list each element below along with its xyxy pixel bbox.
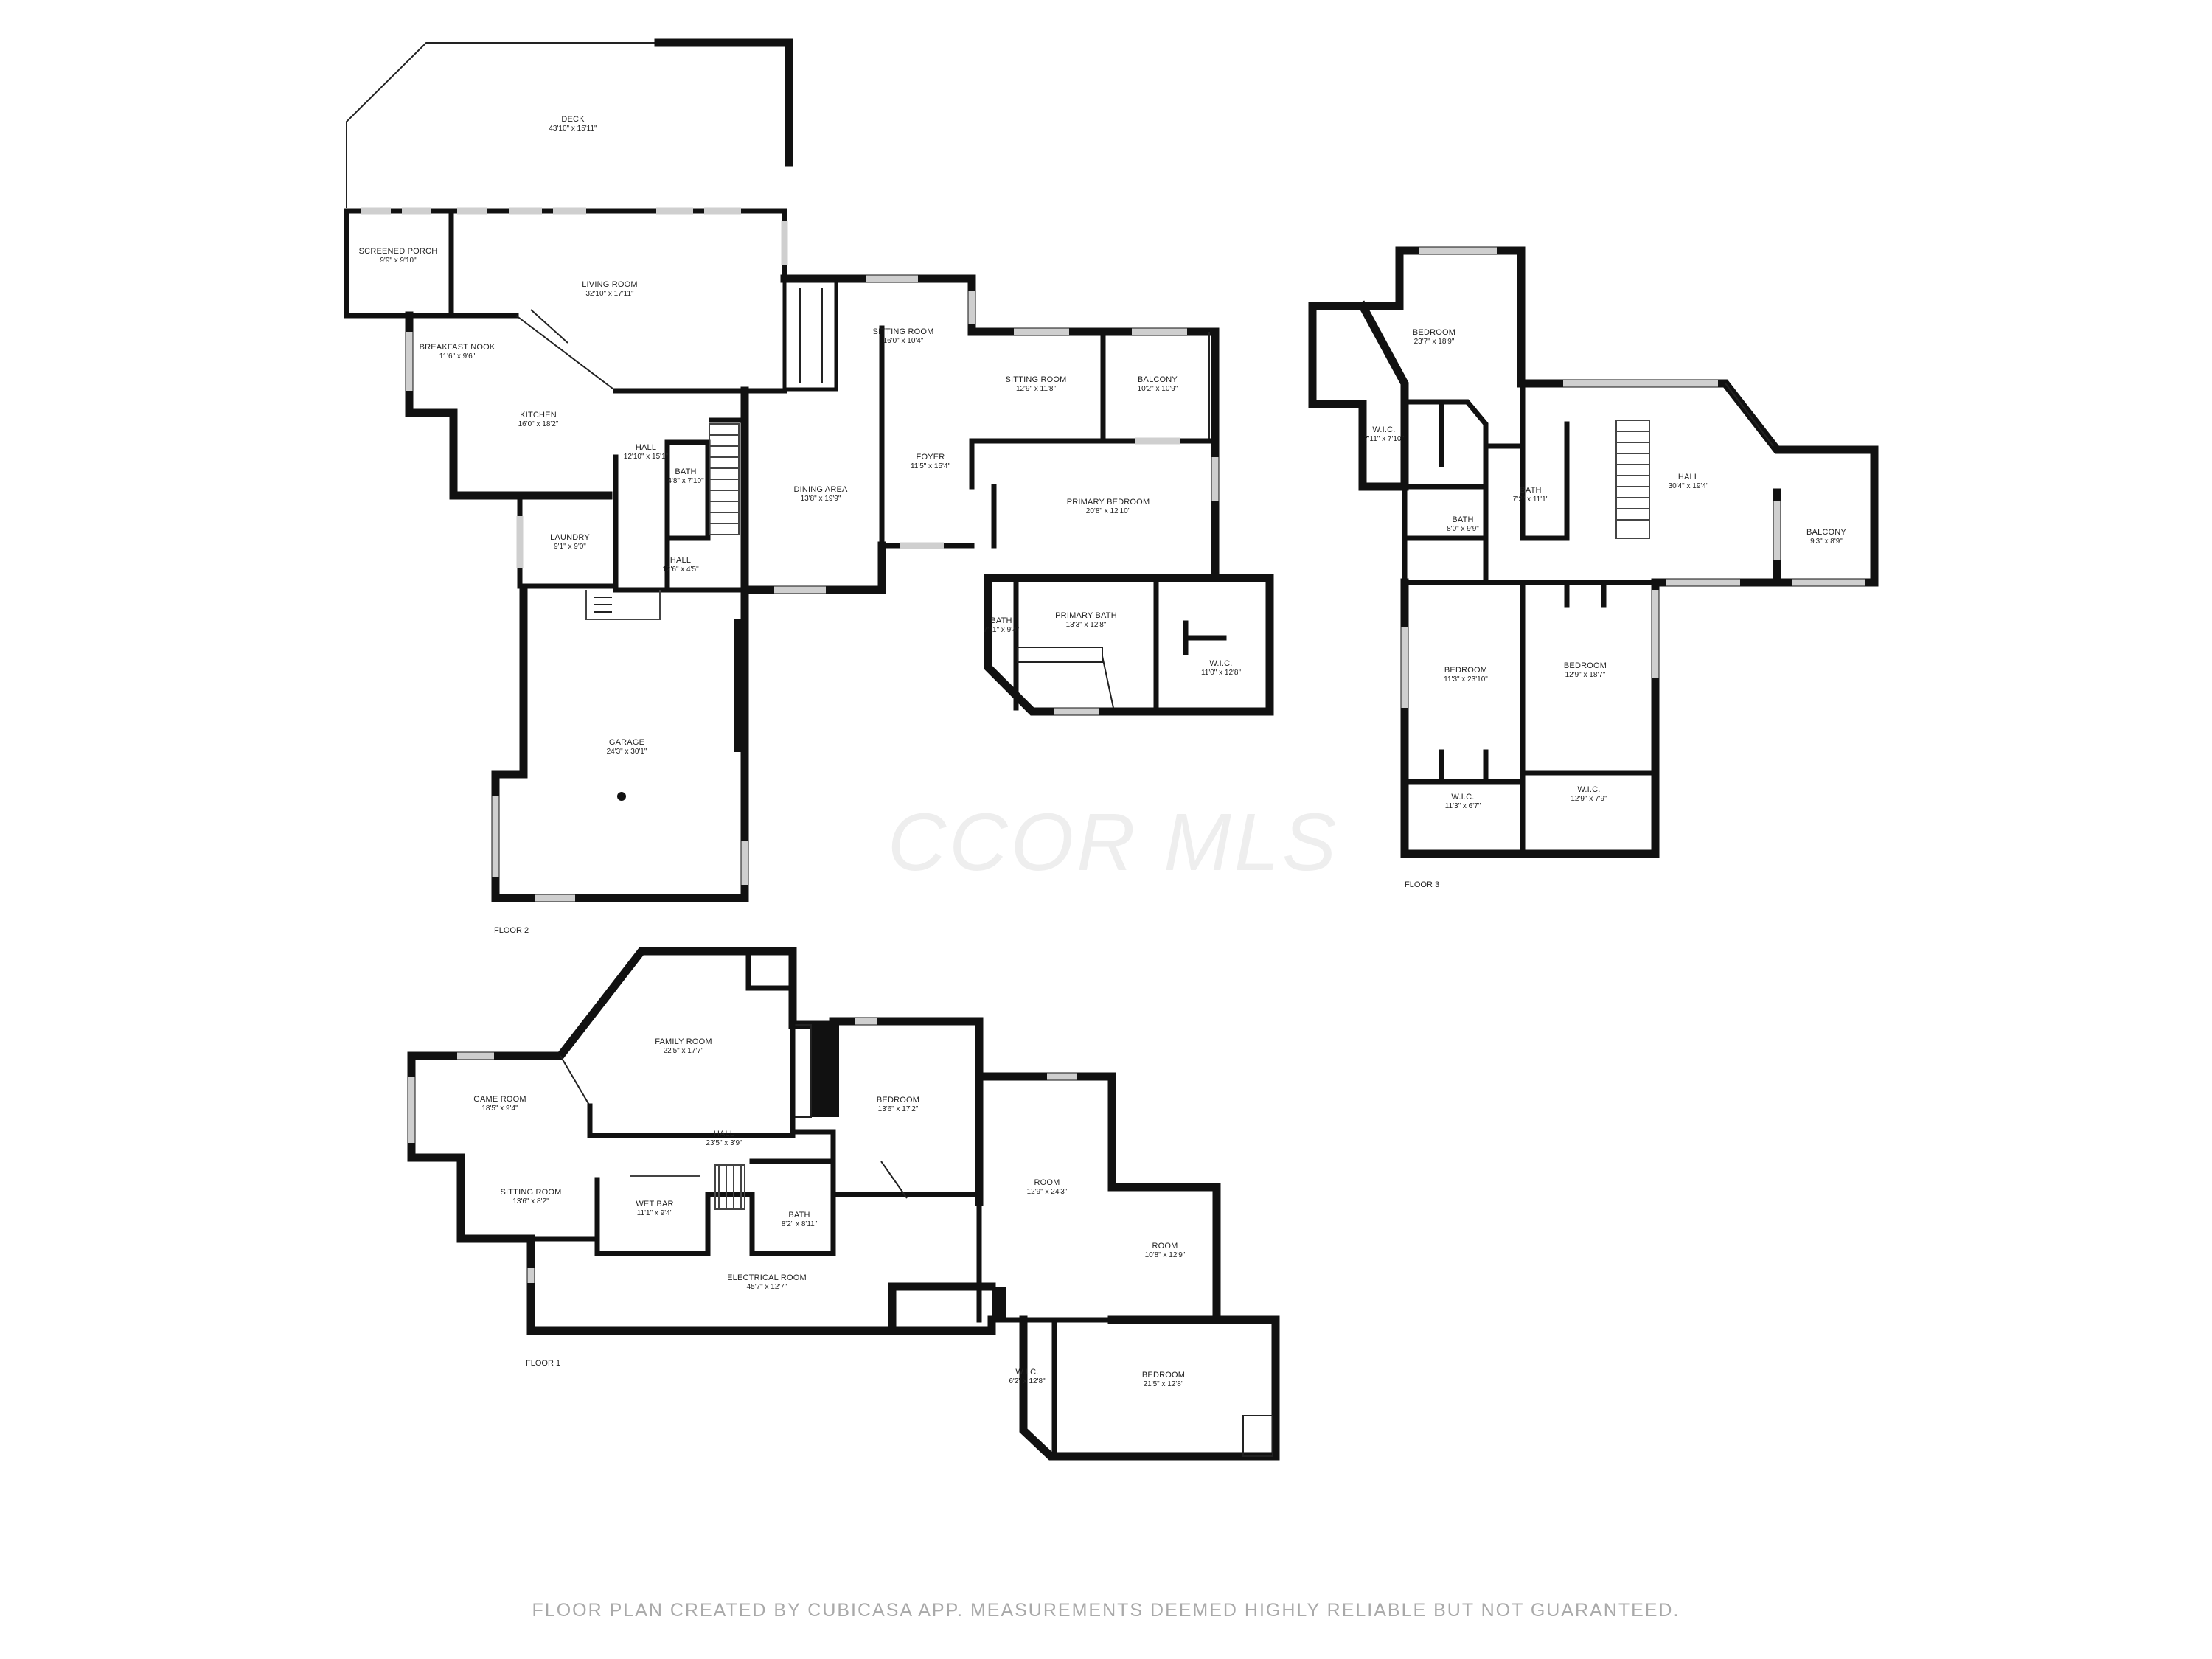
room-label: PRIMARY BEDROOM bbox=[1067, 498, 1150, 507]
room-dimensions: 45'7" x 12'7" bbox=[747, 1283, 787, 1291]
room-label: BATH bbox=[788, 1211, 810, 1220]
room-dimensions: 21'5" x 12'8" bbox=[1144, 1380, 1184, 1388]
room-label: PRIMARY BATH bbox=[1055, 611, 1117, 620]
room-label: ELECTRICAL ROOM bbox=[727, 1273, 807, 1282]
room-label: W.I.C. bbox=[1015, 1368, 1038, 1377]
room-label: HALL bbox=[636, 443, 656, 452]
room-dimensions: 8'2" x 8'11" bbox=[782, 1220, 818, 1228]
room-dimensions: 9'1" x 9'0" bbox=[554, 543, 586, 551]
floor-1-plan bbox=[407, 947, 1280, 1461]
room-label: HALL bbox=[1678, 473, 1699, 481]
room-dimensions: 11'6" x 9'6" bbox=[439, 352, 476, 361]
floor-3-plan bbox=[1308, 246, 1879, 858]
room-label: DINING AREA bbox=[793, 485, 848, 494]
room-label: W.I.C. bbox=[1577, 785, 1600, 794]
room-dimensions: 23'7" x 18'9" bbox=[1414, 338, 1455, 346]
room-label: ROOM bbox=[1152, 1242, 1178, 1251]
room-dimensions: 11'0" x 12'8" bbox=[1201, 669, 1242, 677]
disclaimer-footer: FLOOR PLAN CREATED BY CUBICASA APP. MEAS… bbox=[532, 1600, 1680, 1621]
room-dimensions: 11'1" x 9'4" bbox=[637, 1209, 673, 1217]
room-dimensions: 10'8" x 12'9" bbox=[1145, 1251, 1186, 1259]
room-dimensions: 18'5" x 9'4" bbox=[481, 1105, 518, 1113]
floor-2-plan bbox=[344, 38, 1274, 902]
room-dimensions: 32'10" x 17'11" bbox=[585, 290, 634, 298]
floor-1-label: FLOOR 1 bbox=[526, 1359, 560, 1368]
room-label: ROOM bbox=[1034, 1178, 1060, 1187]
room-dimensions: 11'3" x 6'7" bbox=[1445, 802, 1481, 810]
room-label: FAMILY ROOM bbox=[655, 1037, 712, 1046]
room-label: W.I.C. bbox=[1451, 793, 1474, 801]
room-label: BATH bbox=[990, 616, 1012, 625]
room-dimensions: 7'11" x 7'10" bbox=[1364, 435, 1405, 443]
room-dimensions: 12'9" x 24'3" bbox=[1027, 1188, 1068, 1196]
room-label: BREAKFAST NOOK bbox=[420, 343, 495, 352]
room-label: BATH bbox=[675, 467, 696, 476]
room-dimensions: 13'8" x 19'9" bbox=[801, 495, 841, 503]
room-dimensions: 12'9" x 7'9" bbox=[1571, 795, 1607, 803]
room-label: BATH bbox=[1452, 515, 1473, 524]
room-label: W.I.C. bbox=[1372, 425, 1395, 434]
room-dimensions: 43'10" x 15'11" bbox=[549, 125, 597, 133]
room-label: KITCHEN bbox=[520, 411, 557, 420]
room-dimensions: 9'9" x 9'10" bbox=[380, 257, 417, 265]
room-label: LAUNDRY bbox=[550, 533, 590, 542]
room-dimensions: 11'5" x 15'4" bbox=[911, 462, 951, 470]
room-label: SITTING ROOM bbox=[1005, 375, 1066, 384]
room-dimensions: 10'2" x 10'9" bbox=[1138, 385, 1178, 393]
room-label: BEDROOM bbox=[1564, 661, 1607, 670]
room-label: SCREENED PORCH bbox=[359, 247, 438, 256]
room-labels: DECK 43'10" x 15'11" SCREENED PORCH 9'9"… bbox=[359, 115, 1847, 1388]
room-label: BEDROOM bbox=[1142, 1371, 1185, 1380]
room-label: GAME ROOM bbox=[473, 1095, 526, 1104]
room-dimensions: 4'8" x 7'10" bbox=[667, 477, 704, 485]
room-label: LIVING ROOM bbox=[582, 280, 638, 289]
room-label: BALCONY bbox=[1138, 375, 1178, 384]
room-label: SITTING ROOM bbox=[500, 1188, 561, 1197]
room-label: HALL bbox=[670, 556, 691, 565]
room-label: GARAGE bbox=[609, 738, 644, 747]
room-label: HALL bbox=[714, 1130, 734, 1138]
room-label: SITTING ROOM bbox=[872, 327, 933, 336]
room-label: W.I.C. bbox=[1209, 659, 1232, 668]
room-label: DECK bbox=[561, 115, 585, 124]
room-dimensions: 24'3" x 30'1" bbox=[607, 748, 647, 756]
room-label: WET BAR bbox=[636, 1200, 673, 1208]
room-label: BATH bbox=[1520, 486, 1541, 495]
room-dimensions: 7'11" x 9'4" bbox=[984, 626, 1020, 634]
room-dimensions: 13'3" x 12'8" bbox=[1066, 621, 1107, 629]
room-label: BALCONY bbox=[1806, 528, 1846, 537]
floor-2-label: FLOOR 2 bbox=[494, 926, 529, 935]
room-dimensions: 6'2" x 12'8" bbox=[1009, 1377, 1046, 1385]
room-dimensions: 23'5" x 3'9" bbox=[706, 1139, 742, 1147]
watermark: CCOR MLS bbox=[888, 797, 1340, 888]
room-dimensions: 7'2" x 11'1" bbox=[1513, 495, 1549, 504]
room-dimensions: 12'9" x 11'8" bbox=[1016, 385, 1057, 393]
room-dimensions: 16'0" x 18'2" bbox=[518, 420, 559, 428]
room-dimensions: 16'0" x 10'4" bbox=[883, 337, 924, 345]
room-dimensions: 22'5" x 17'7" bbox=[664, 1047, 704, 1055]
room-label: BEDROOM bbox=[877, 1096, 919, 1105]
floor-3-label: FLOOR 3 bbox=[1405, 880, 1439, 889]
room-dimensions: 11'3" x 23'10" bbox=[1444, 675, 1488, 684]
room-dimensions: 12'6" x 4'5" bbox=[662, 566, 699, 574]
room-dimensions: 12'9" x 18'7" bbox=[1565, 671, 1606, 679]
room-dimensions: 8'0" x 9'9" bbox=[1447, 525, 1479, 533]
room-dimensions: 20'8" x 12'10" bbox=[1086, 507, 1131, 515]
room-label: FOYER bbox=[917, 453, 945, 462]
room-dimensions: 9'3" x 8'9" bbox=[1810, 538, 1843, 546]
room-label: BEDROOM bbox=[1413, 328, 1455, 337]
room-dimensions: 12'10" x 15'1" bbox=[624, 453, 669, 461]
room-label: BEDROOM bbox=[1444, 666, 1487, 675]
room-dimensions: 13'6" x 8'2" bbox=[512, 1197, 549, 1206]
room-dimensions: 30'4" x 19'4" bbox=[1669, 482, 1709, 490]
room-dimensions: 13'6" x 17'2" bbox=[878, 1105, 919, 1113]
